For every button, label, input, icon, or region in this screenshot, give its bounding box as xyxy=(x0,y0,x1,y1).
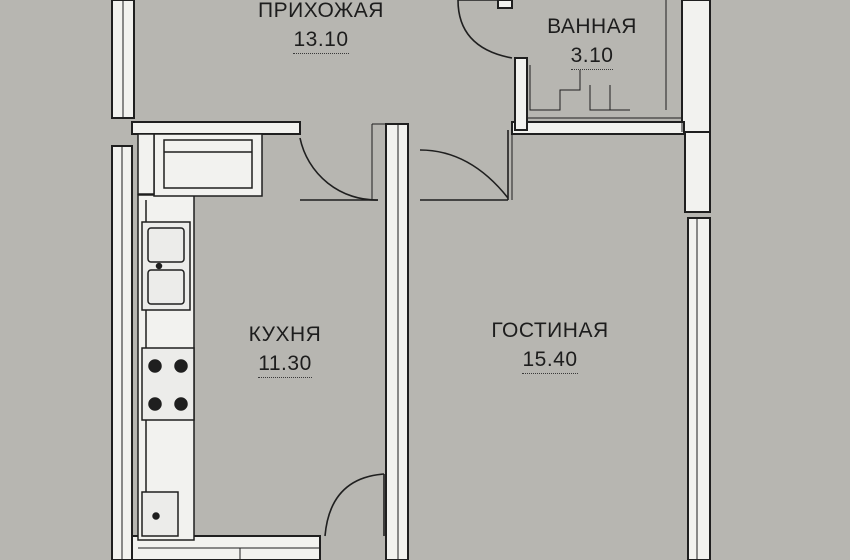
double-sink-icon xyxy=(141,221,191,311)
wall-partition xyxy=(385,123,409,560)
wall-living-top xyxy=(511,121,685,135)
fridge-unit xyxy=(153,133,263,197)
room-kitchen: КУХНЯ 11.30 xyxy=(230,324,340,378)
room-living: ГОСТИНАЯ 15.40 xyxy=(468,320,632,374)
wall-kitchen-top xyxy=(131,121,301,135)
room-bathroom-name: ВАННАЯ xyxy=(547,15,637,38)
door-balcony-arc xyxy=(324,473,385,537)
room-living-name: ГОСТИНАЯ xyxy=(491,319,609,342)
room-bathroom: ВАННАЯ 3.10 xyxy=(522,16,662,70)
wall-right-window xyxy=(684,131,711,213)
room-hallway-area: 13.10 xyxy=(216,29,426,54)
door-bath-arc xyxy=(457,0,513,59)
wall-bath-top xyxy=(497,0,513,9)
door-kitchen-arc xyxy=(299,137,379,201)
room-hallway: ПРИХОЖАЯ 13.10 xyxy=(216,0,426,54)
wall-right-upper xyxy=(681,0,711,133)
wall-right-lower xyxy=(687,217,711,560)
room-hallway-name: ПРИХОЖАЯ xyxy=(258,0,384,22)
door-living-arc xyxy=(419,149,509,199)
four-burner-stove-icon xyxy=(141,347,195,421)
room-living-area: 15.40 xyxy=(468,349,632,374)
room-kitchen-name: КУХНЯ xyxy=(248,323,322,346)
wall-bath-left xyxy=(514,57,528,131)
toilet-icon xyxy=(141,491,179,537)
room-kitchen-area: 11.30 xyxy=(230,353,340,378)
room-bathroom-area: 3.10 xyxy=(522,45,662,70)
